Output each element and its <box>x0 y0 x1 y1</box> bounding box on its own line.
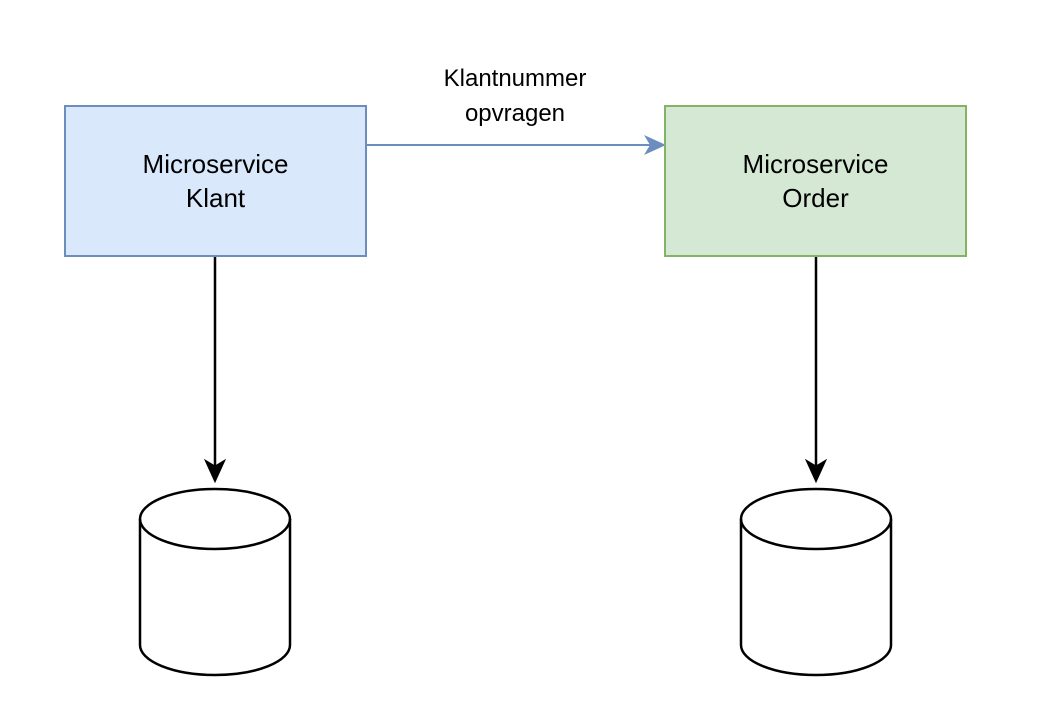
database-order-top-rim <box>739 518 893 551</box>
node-microservice-klant-box[interactable] <box>64 105 367 257</box>
edge-klant-to-order-arrowhead <box>644 135 666 155</box>
node-microservice-order-label-line1: Microservice <box>743 149 889 179</box>
node-microservice-klant[interactable]: Microservice Klant <box>64 105 367 257</box>
node-microservice-klant-label-line1: Microservice <box>143 149 289 179</box>
database-klant-top-rim <box>138 518 292 551</box>
database-order[interactable] <box>739 487 893 677</box>
edge-klant-to-database-arrowhead <box>203 458 227 484</box>
edge-klant-to-database <box>203 257 227 484</box>
node-microservice-order-label-line2: Order <box>782 183 849 213</box>
database-klant-body[interactable] <box>138 487 292 677</box>
edge-label-request-line1: Klantnummer <box>444 65 587 92</box>
node-microservice-klant-label-line2: Klant <box>186 183 246 213</box>
node-microservice-order[interactable]: Microservice Order <box>664 105 967 257</box>
database-klant[interactable] <box>138 487 292 677</box>
edge-label-request-line2: opvragen <box>465 100 565 127</box>
edge-klant-to-order <box>366 135 666 155</box>
edge-label-request: Klantnummer opvragen <box>444 65 587 127</box>
node-microservice-order-box[interactable] <box>664 105 967 257</box>
edge-order-to-database <box>804 257 828 484</box>
edge-order-to-database-arrowhead <box>804 458 828 484</box>
database-order-body[interactable] <box>739 487 893 677</box>
